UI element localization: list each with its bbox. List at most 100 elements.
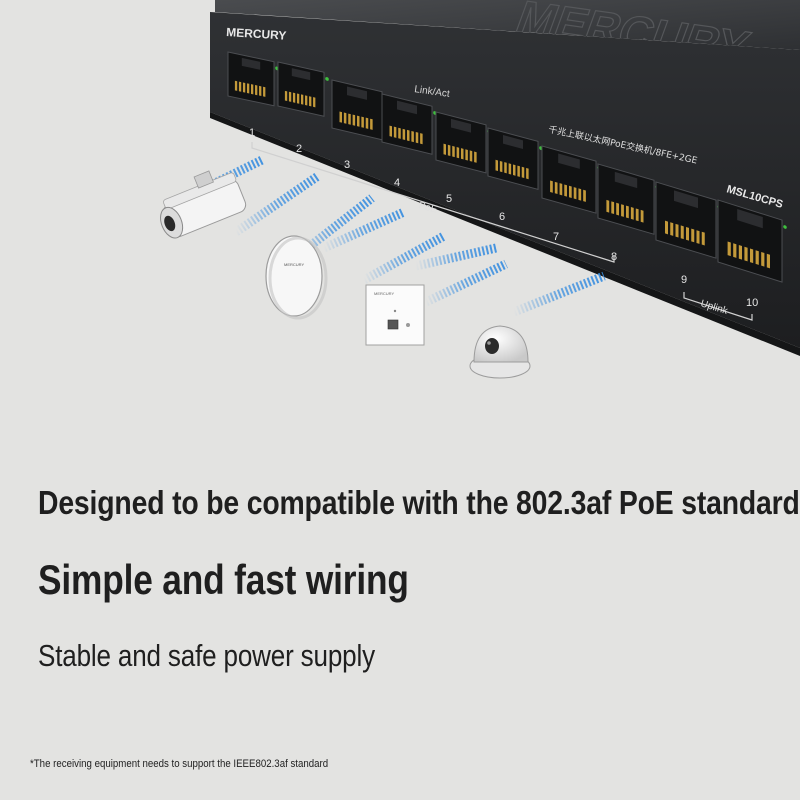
port-pin [701, 231, 705, 246]
port-pin [301, 94, 304, 105]
port-pin [420, 133, 423, 145]
link-act-label: Link/Act [414, 84, 451, 100]
ap-logo: MERCURY [284, 262, 304, 267]
port-pin [744, 246, 748, 262]
port-socket [277, 61, 325, 117]
port-socket [227, 51, 275, 107]
port-pin [626, 205, 629, 219]
port-pin [296, 93, 300, 104]
connection-beam-6 [415, 243, 497, 271]
port-pin [569, 185, 572, 198]
port-socket [435, 111, 487, 174]
port-number-2: 2 [296, 143, 302, 155]
standard-footnote: *The receiving equipment needs to suppor… [30, 758, 329, 770]
poe-switch: MERCURY MERCURY Link/Act 千兆上联以太网PoE交换机/8… [210, 0, 800, 356]
port-pin [246, 83, 250, 94]
port-pin [461, 148, 464, 160]
port-pin [259, 85, 262, 97]
wall-panel-access-point: MERCURY [365, 284, 425, 346]
ethernet-port-2 [277, 61, 329, 117]
port-pin [517, 165, 520, 177]
port-number-3: 3 [344, 159, 350, 171]
port-pin [630, 207, 634, 220]
port-number-5: 5 [446, 193, 452, 205]
port-latch-slot [397, 100, 417, 115]
port-latch-slot [241, 57, 261, 70]
port-pin [670, 222, 674, 236]
port-pin [361, 116, 364, 128]
port-pin [755, 250, 759, 265]
port-socket [655, 181, 717, 259]
port-pin [313, 97, 316, 108]
port-pin [415, 132, 419, 144]
ceiling-access-point: MERCURY [265, 235, 328, 320]
port-socket [487, 127, 539, 191]
port-socket [541, 145, 597, 214]
port-pin [292, 92, 296, 103]
camera-lens-icon [164, 215, 176, 232]
ethernet-port-8 [597, 163, 659, 235]
port-pin [675, 223, 679, 238]
port-latch-slot [737, 209, 763, 229]
connection-beam-4 [322, 207, 406, 253]
port-number-10: 10 [746, 297, 758, 309]
port-pin [348, 113, 351, 125]
port-pin [495, 159, 498, 171]
port-pin [263, 86, 266, 97]
port-pin [402, 128, 406, 141]
port-pin [411, 130, 414, 143]
port-pin [513, 164, 516, 176]
port-pin [550, 180, 553, 193]
port-latch-slot [558, 153, 580, 169]
ethernet-port-4 [381, 93, 437, 155]
port-pin [284, 90, 288, 102]
port-pin [521, 166, 525, 179]
port-pin [750, 248, 754, 264]
port-number-6: 6 [499, 211, 505, 223]
port-pin [288, 91, 292, 102]
port-pin [691, 228, 695, 243]
port-pin [255, 85, 258, 96]
port-latch-slot [291, 68, 311, 81]
port-pin [564, 184, 567, 197]
port-pin [640, 209, 644, 223]
dome-shell [473, 325, 529, 363]
port-number-1: 1 [249, 127, 255, 139]
port-pin [727, 241, 731, 257]
link-led-icon [325, 77, 329, 81]
port-pin [606, 199, 610, 213]
dome-camera [469, 325, 531, 379]
port-pin [305, 95, 308, 106]
port-number-9: 9 [681, 274, 687, 286]
port-latch-slot [347, 86, 367, 100]
port-pin [339, 111, 342, 123]
port-pin [686, 227, 689, 241]
panel-button-icon [406, 323, 410, 327]
ap-disc-edge [268, 236, 328, 320]
port-pin [447, 144, 451, 157]
port-pin [526, 167, 529, 180]
port-pin [733, 243, 737, 258]
port-pin [251, 84, 254, 95]
port-pin [573, 187, 577, 200]
port-pin [398, 127, 401, 139]
panel-logo: MERCURY [374, 291, 394, 296]
poe-group-bracket [251, 142, 615, 263]
port-pin [389, 125, 392, 137]
port-pin [393, 126, 397, 138]
panel-port-icon [387, 319, 399, 330]
switch-top-panel [215, 0, 800, 50]
ap-disc [265, 235, 323, 317]
port-pin [508, 163, 512, 175]
port-pin [616, 202, 620, 216]
port-socket [597, 163, 655, 235]
port-pin [696, 230, 700, 244]
bullet-camera [160, 170, 247, 239]
port-pin [559, 183, 563, 196]
uplink-group-bracket [683, 292, 753, 321]
headline-power: Stable and safe power supply [38, 638, 375, 673]
connection-beam-5 [361, 232, 447, 284]
camera-mount [193, 170, 214, 189]
link-led-icon [783, 225, 787, 229]
